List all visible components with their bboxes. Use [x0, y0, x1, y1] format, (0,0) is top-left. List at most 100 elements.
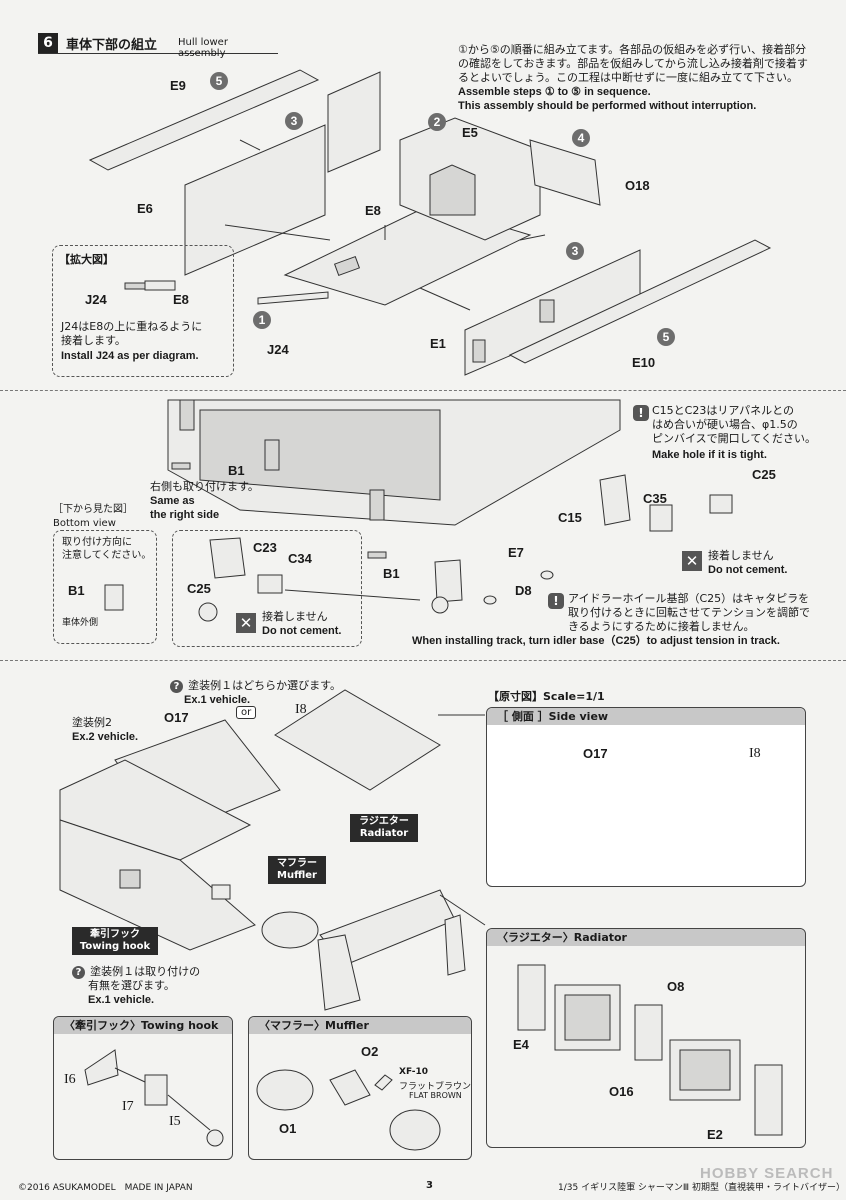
note1-jp-2: はめ合いが硬い場合、φ1.5の — [652, 418, 798, 431]
part-c35-drawing — [649, 504, 673, 532]
towing-tag-en: Towing hook — [79, 941, 151, 952]
scale-title: 【原寸図】Scale=1/1 — [488, 690, 605, 703]
label-c34: C34 — [288, 551, 312, 566]
muffler-tag: マフラー Muffler — [268, 856, 326, 884]
towing-hook-tag: 牽引フック Towing hook — [72, 927, 158, 955]
radiator-label-e4: E4 — [513, 1037, 529, 1052]
note1-jp-3: ピンバイスで開口してください。 — [652, 432, 817, 445]
label-c25-right: C25 — [752, 467, 776, 482]
intro-jp-2: の確認をしておきます。部品を仮組みしてから流し込み接着剤で接着す — [458, 57, 808, 70]
side-view-box: ［ 側面 ］Side view O17 I8 — [486, 707, 806, 887]
part-j24-drawing — [257, 291, 329, 305]
paint-name-jp: フラットブラウン — [399, 1082, 472, 1092]
muffler-box: 〈マフラー〉Muffler O2 O1 XF-10 フラットブラウン FLAT … — [248, 1016, 472, 1160]
muffler-tag-en: Muffler — [277, 870, 317, 881]
step-title-jp: 車体下部の組立 — [66, 38, 158, 53]
note2-jp-3: きるようにするために接着しません。 — [568, 620, 755, 633]
step-4-marker: 4 — [572, 129, 590, 147]
info-icon-towing: ? — [72, 966, 85, 979]
no-cement-jp-right: 接着しません — [708, 549, 774, 562]
note1-jp-1: C15とC23はリアパネルとの — [652, 404, 795, 417]
part-i5-drawing — [206, 1129, 224, 1147]
label-i8: I8 — [295, 702, 307, 717]
part-i8-drawing — [274, 689, 441, 791]
paint1-en: Ex.1 vehicle. — [184, 694, 251, 706]
section-divider-1 — [0, 390, 846, 391]
label-d8: D8 — [515, 583, 532, 598]
zoom-label-e8: E8 — [173, 292, 189, 307]
label-c15: C15 — [558, 510, 582, 525]
bottom-view-b1: B1 — [68, 583, 85, 598]
muffler-tag-jp: マフラー — [277, 858, 317, 869]
section-divider-2 — [0, 660, 846, 661]
part-i6-drawing — [84, 1049, 119, 1086]
no-cement-jp-left: 接着しません — [262, 610, 328, 623]
step-title-en: Hull lower assembly — [178, 37, 228, 59]
same-en-1: Same as — [150, 495, 195, 507]
step-3b-marker: 3 — [566, 242, 584, 260]
side-view-i8: I8 — [749, 746, 761, 761]
step-5-marker: 5 — [210, 72, 228, 90]
part-o1-drawing — [256, 1069, 314, 1111]
note2-jp-2: 取り付けるときに回転させてテンションを調節で — [568, 606, 810, 619]
muffler-label-o1: O1 — [279, 1121, 297, 1136]
towing-label-i6: I6 — [64, 1072, 76, 1087]
intro-en-2: This assembly should be performed withou… — [458, 100, 757, 112]
footer-page: 3 — [426, 1180, 433, 1191]
warning-icon-idler: ! — [548, 593, 564, 609]
same-en-2: the right side — [150, 509, 220, 521]
label-j24: J24 — [267, 342, 289, 357]
side-view-o17: O17 — [583, 746, 608, 761]
part-c23-drawing — [209, 537, 246, 579]
label-o18: O18 — [625, 178, 650, 193]
no-cement-icon-left: ✕ — [236, 613, 256, 633]
paint1-note: ? 塗装例１はどちらか選びます。 Ex.1 vehicle. — [170, 674, 370, 707]
radiator-label-e2: E2 — [707, 1127, 723, 1142]
label-c25-left: C25 — [187, 581, 211, 596]
radiator-tag-jp: ラジエター — [359, 816, 409, 827]
bottom-view-jp: ［下から見た図］ — [53, 504, 133, 515]
part-e10-drawing — [508, 239, 772, 364]
info-icon-paint1: ? — [170, 680, 183, 693]
radiator-box: 〈ラジエター〉Radiator E4 O8 O16 E2 — [486, 928, 806, 1148]
footer-copyright: ©2016 ASUKAMODEL MADE IN JAPAN — [18, 1183, 193, 1193]
step-1-marker: 1 — [253, 311, 271, 329]
label-o17: O17 — [164, 710, 189, 725]
paint-code: XF-10 — [399, 1067, 429, 1077]
towing-tag-jp: 牽引フック — [90, 929, 140, 940]
part-e9-drawing — [88, 69, 320, 171]
muffler-drawing — [261, 911, 319, 949]
hobby-search-watermark: HOBBY SEARCH — [700, 1165, 834, 1182]
towing-hook-box: 〈牽引フック〉Towing hook I6 I7 I5 — [53, 1016, 233, 1160]
intro-en-1: Assemble steps ① to ⑤ in sequence. — [458, 86, 651, 98]
bottom-view-title: ［下から見た図］ Bottom view — [53, 503, 133, 531]
zoom-en: Install J24 as per diagram. — [61, 350, 199, 362]
step-2-marker: 2 — [428, 113, 446, 131]
part-o8-drawing — [634, 1004, 663, 1061]
radiator-label-o8: O8 — [667, 979, 685, 994]
towing-box-title: 〈牽引フック〉Towing hook — [54, 1017, 232, 1034]
towing-hook-drawing — [211, 884, 231, 900]
note-idler: アイドラーホイール基部（C25）はキャタピラを 取り付けるときに回転させてテンシ… — [568, 592, 838, 634]
label-e7: E7 — [508, 545, 524, 560]
towing-label-i5: I5 — [169, 1114, 181, 1129]
part-o18-drawing — [529, 139, 601, 206]
towing-note: ? 塗装例１は取り付けの 有無を選びます。 Ex.1 vehicle. — [72, 960, 242, 1007]
note2-jp-1: アイドラーホイール基部（C25）はキャタピラを — [568, 592, 810, 605]
bottom-view-jp-2: 注意してください。 — [62, 550, 152, 561]
intro-jp-1: ①から⑤の順番に組み立てます。各部品の仮組みを必ず行い、接着部分 — [458, 43, 807, 56]
no-cement-en-right: Do not cement. — [708, 564, 788, 576]
paint1-jp: 塗装例１はどちらか選びます。 — [188, 679, 341, 692]
part-c15-drawing — [599, 474, 631, 526]
note2-en: When installing track, turn idler base（C… — [412, 635, 780, 647]
bottom-view-box: 取り付け方向に 注意してください。 B1 車体外側 — [53, 530, 157, 644]
brush-icon — [374, 1074, 393, 1091]
part-c34-drawing — [257, 574, 283, 594]
paint2-note: 塗装例2 Ex.2 vehicle. — [72, 716, 138, 744]
part-i7-drawing — [144, 1074, 168, 1106]
or-label: or — [236, 706, 257, 719]
radiator-label-o16: O16 — [609, 1084, 634, 1099]
radiator-tag-en: Radiator — [359, 828, 409, 839]
label-e6: E6 — [137, 201, 153, 216]
label-e8: E8 — [365, 203, 381, 218]
